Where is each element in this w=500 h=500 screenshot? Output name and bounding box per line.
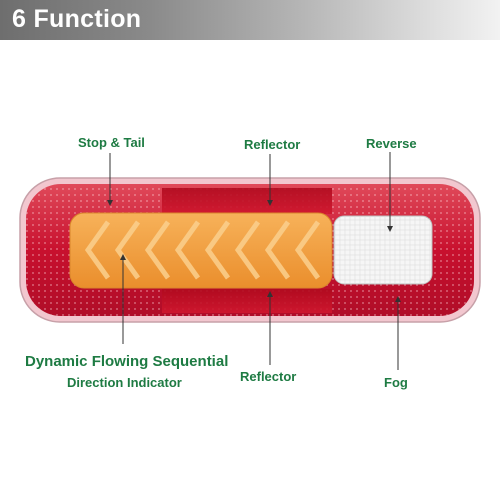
reflector-bottom-panel bbox=[162, 289, 332, 313]
label-direction-indicator: Direction Indicator bbox=[67, 375, 182, 390]
label-stop-tail: Stop & Tail bbox=[78, 135, 145, 150]
label-dynamic-flowing: Dynamic Flowing Sequential bbox=[25, 353, 229, 370]
label-reflector-top: Reflector bbox=[244, 137, 301, 152]
header-bar: 6 Function bbox=[0, 0, 500, 40]
indicator-chevrons bbox=[84, 220, 321, 280]
label-fog: Fog bbox=[384, 375, 408, 390]
page-title: 6 Function bbox=[12, 5, 142, 33]
label-reverse: Reverse bbox=[366, 136, 417, 151]
indicator-strip bbox=[69, 212, 333, 289]
reflector-top-panel bbox=[162, 188, 332, 214]
label-reflector-bottom: Reflector bbox=[240, 369, 297, 384]
